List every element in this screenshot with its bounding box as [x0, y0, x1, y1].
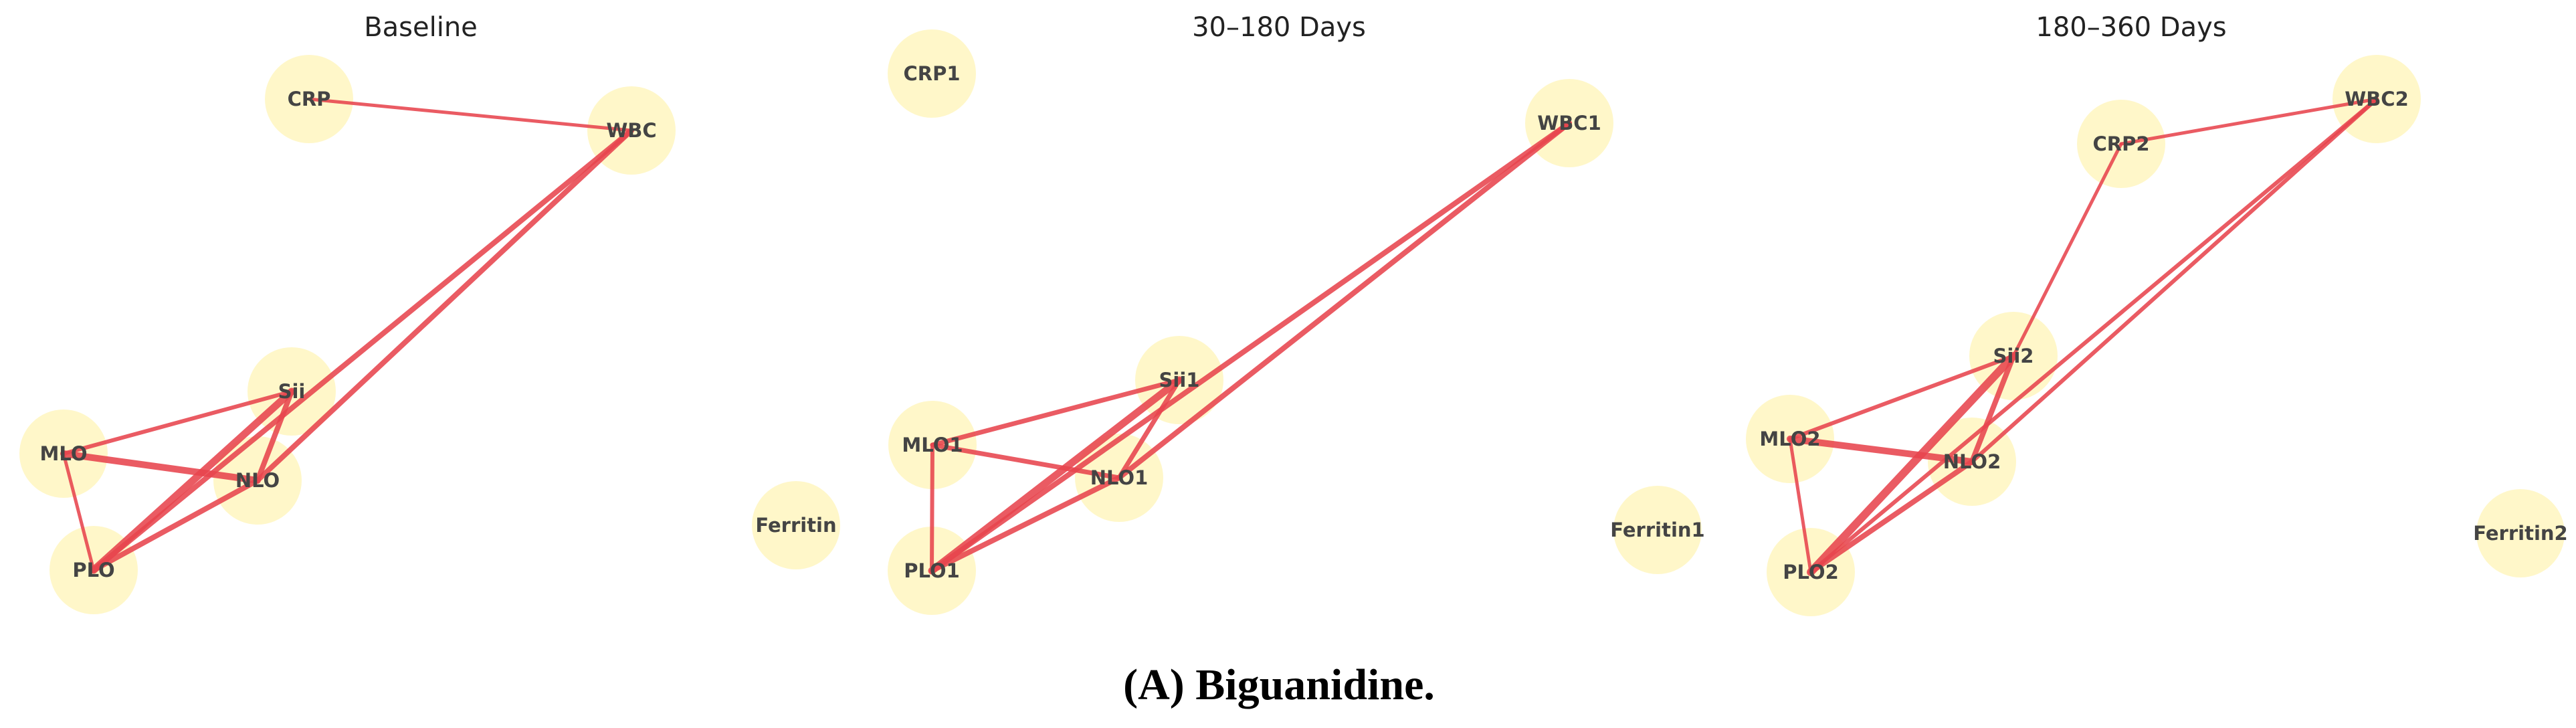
node-ferritin — [752, 481, 840, 569]
node-label: NLO2 — [1943, 450, 2001, 473]
node-ferritin2 — [2476, 489, 2565, 577]
node-label: WBC1 — [1537, 112, 1601, 134]
edge-sii2-nlo2 — [1969, 353, 2016, 464]
node-label: NLO — [235, 469, 280, 492]
edge-sii-plo — [90, 387, 296, 574]
node-label: Sii1 — [1159, 369, 1200, 391]
node-crp1 — [888, 29, 976, 118]
node-label: Sii — [278, 380, 306, 403]
node-label: PLO1 — [904, 559, 960, 582]
edge-mlo-sii — [62, 389, 294, 456]
node-label: MLO2 — [1759, 428, 1820, 450]
edge-mlo2-sii2 — [1788, 354, 2015, 441]
edge-sii2-plo2 — [1807, 352, 2017, 576]
edge-crp2-sii2 — [2011, 142, 2123, 358]
node-label: CRP — [288, 88, 331, 110]
node-ferritin1 — [1613, 486, 1702, 574]
edge-mlo2-plo2 — [1788, 437, 1813, 574]
node-label: Ferritin2 — [2473, 522, 2567, 545]
edge-crp2-wbc2 — [2119, 97, 2379, 146]
node-label: Sii2 — [1993, 345, 2034, 367]
edge-mlo1-sii1 — [930, 377, 1182, 448]
node-label: WBC2 — [2345, 88, 2409, 110]
panel-title: Baseline — [364, 12, 478, 43]
edge-mlo-nlo — [60, 450, 261, 484]
edge-sii-nlo — [255, 389, 294, 483]
edge-wbc2-nlo2 — [1970, 97, 2379, 464]
node-label: PLO — [72, 559, 114, 581]
node-label: CRP1 — [903, 62, 960, 85]
edge-sii1-plo1 — [928, 376, 1183, 575]
panel-title: 30–180 Days — [1192, 12, 1366, 43]
edge-mlo1-nlo1 — [930, 442, 1122, 480]
edge-mlo2-nlo2 — [1787, 436, 1975, 465]
edge-nlo1-plo1 — [929, 475, 1122, 573]
node-label: MLO1 — [902, 434, 963, 456]
node-label: Ferritin — [755, 514, 836, 537]
node-label: MLO — [40, 442, 88, 465]
edge-wbc1-nlo1 — [1116, 120, 1572, 480]
edge-mlo-plo — [62, 452, 96, 572]
edge-nlo-plo — [91, 478, 260, 573]
edge-sii1-nlo1 — [1116, 377, 1182, 480]
edge-wbc2-plo2 — [1809, 97, 2379, 574]
node-label: WBC — [606, 119, 656, 142]
node-label: PLO2 — [1783, 561, 1839, 583]
edge-wbc-nlo — [255, 128, 634, 483]
node-label: CRP2 — [2092, 132, 2149, 155]
node-label: Ferritin1 — [1610, 519, 1704, 541]
edge-nlo2-plo2 — [1808, 459, 1975, 575]
edge-crp-wbc — [307, 97, 633, 132]
node-label: NLO1 — [1090, 466, 1149, 489]
edge-wbc1-plo1 — [929, 120, 1572, 573]
figure-caption: (A) Biguanidine. — [1123, 660, 1435, 709]
panel-title: 180–360 Days — [2036, 12, 2226, 43]
edge-wbc-plo — [91, 128, 634, 573]
